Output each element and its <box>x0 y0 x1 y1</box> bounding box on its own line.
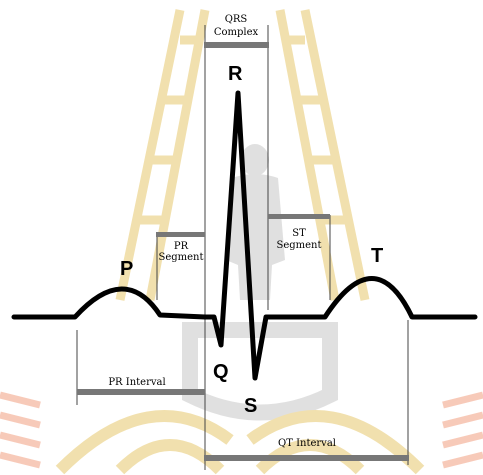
wave-label-t: T <box>371 245 383 267</box>
qrs-complex-label-2: Complex <box>214 27 259 38</box>
st-segment-bar <box>268 214 330 219</box>
wave-label-r: R <box>228 63 243 85</box>
qrs-complex-bar <box>204 42 269 48</box>
pr-segment-bar <box>156 232 205 237</box>
wave-label-p: P <box>120 258 133 280</box>
pr-segment-label-1: PR <box>174 241 189 252</box>
pr-segment-label-2: Segment <box>158 252 203 263</box>
wave-label-q: Q <box>213 361 229 383</box>
st-segment-label-2: Segment <box>276 240 321 251</box>
pr-interval-bar <box>77 389 205 395</box>
qrs-complex-label-1: QRS <box>225 14 248 25</box>
qt-interval-bar <box>204 455 409 461</box>
qt-interval-label: QT Interval <box>278 438 336 449</box>
pr-interval-label: PR Interval <box>108 377 165 388</box>
st-segment-label-1: ST <box>292 228 306 239</box>
wave-label-s: S <box>244 395 257 417</box>
